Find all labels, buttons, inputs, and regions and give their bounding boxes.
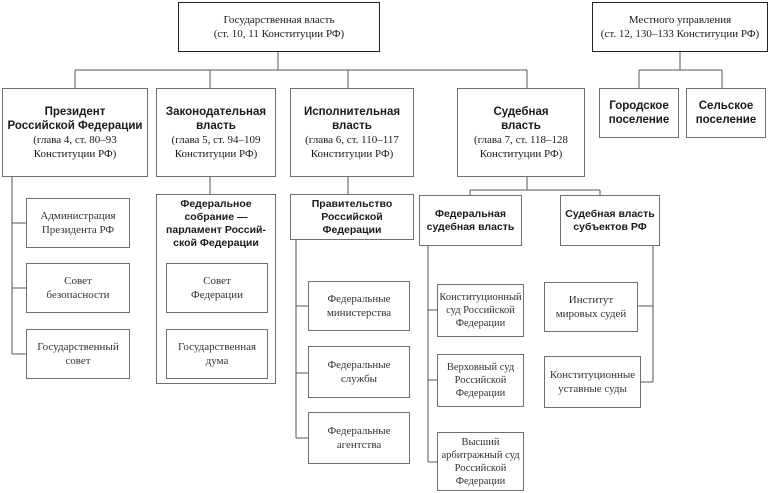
chamber-line: Совет xyxy=(203,275,231,287)
regional-court-line: Конституционные xyxy=(549,369,636,381)
chamber-line: Государственная xyxy=(177,341,257,353)
connector xyxy=(427,246,437,463)
regional-court-line: мировых судей xyxy=(555,308,627,320)
chamber-line: Федерации xyxy=(191,289,243,301)
court-line: Высший xyxy=(461,436,500,448)
state-power-box: Государственная власть (ст. 10, 11 Конст… xyxy=(178,2,380,52)
charter-courts-box: Конституционные уставные суды xyxy=(544,356,641,408)
state-power-title: Государственная власть xyxy=(223,14,335,26)
agency-line: министерства xyxy=(326,307,392,319)
state-council-box: Государственный совет xyxy=(26,329,130,379)
court-line: суд Российской xyxy=(446,305,515,316)
regional-judiciary-line: Судебная власть xyxy=(565,207,655,220)
judicial-ref: Конституции РФ) xyxy=(479,147,563,160)
federal-ministries-box: Федеральные министерства xyxy=(308,281,410,331)
connector xyxy=(638,246,654,383)
federation-council-box: Совет Федерации xyxy=(166,263,268,313)
federal-services-box: Федеральные службы xyxy=(308,346,410,398)
security-council-box: Совет безопасности xyxy=(26,263,130,313)
local-government-box: Местного управления (ст. 12, 130–133 Кон… xyxy=(592,2,768,52)
regional-judiciary-box: Судебная власть субъектов РФ xyxy=(560,195,660,246)
body-line: Администрация xyxy=(40,210,116,222)
federal-assembly-line: парламент Россий- xyxy=(166,224,266,236)
chamber-line: дума xyxy=(205,355,229,367)
agency-line: Федеральные xyxy=(327,425,391,437)
court-line: Российской xyxy=(454,462,507,474)
federal-assembly-title: Федеральное собрание — парламент Россий-… xyxy=(156,198,276,250)
government-box: Правительство Российской Федерации xyxy=(290,194,414,240)
rural-settlement-box: Сельское поселение xyxy=(686,88,766,138)
body-line: Государственный xyxy=(37,341,119,353)
executive-title: Исполнительная xyxy=(303,105,401,118)
connector xyxy=(74,52,528,88)
urban-settlement-line: Городское xyxy=(609,100,669,112)
rural-settlement-line: Сельское xyxy=(698,100,754,112)
supreme-court-box: Верховный суд Российской Федерации xyxy=(437,354,524,407)
executive-ref: Конституции РФ) xyxy=(310,147,394,160)
federal-judiciary-box: Федеральная судебная власть xyxy=(419,195,522,246)
legislative-box: Законодательная власть (глава 5, ст. 94–… xyxy=(156,88,276,177)
connector xyxy=(11,177,26,355)
connector xyxy=(638,52,723,88)
president-title: Российской Федерации xyxy=(7,119,143,132)
presidential-administration-box: Администрация Президента РФ xyxy=(26,198,130,248)
federal-judiciary-line: Федеральная xyxy=(435,207,506,220)
agency-line: службы xyxy=(340,373,378,385)
executive-title: власть xyxy=(332,119,372,132)
judicial-title: власть xyxy=(501,119,541,132)
court-line: Верховный суд xyxy=(446,362,515,373)
court-line: Российской xyxy=(454,375,507,386)
body-line: Президента РФ xyxy=(41,224,115,236)
federal-assembly-line: Федеральное xyxy=(180,198,252,210)
legislative-title: власть xyxy=(196,119,236,132)
agency-line: Федеральные xyxy=(327,359,391,371)
judicial-title: Судебная xyxy=(493,105,549,118)
judicial-box: Судебная власть (глава 7, ст. 118–128 Ко… xyxy=(457,88,585,177)
regional-court-line: уставные суды xyxy=(558,383,627,395)
local-government-title: Местного управления xyxy=(628,14,732,26)
judicial-ref: (глава 7, ст. 118–128 xyxy=(473,133,569,146)
body-line: безопасности xyxy=(46,289,110,301)
president-box: Президент Российской Федерации (глава 4,… xyxy=(2,88,148,177)
federal-agencies-box: Федеральные агентства xyxy=(308,412,410,464)
state-power-ref: (ст. 10, 11 Конституции РФ) xyxy=(213,28,345,40)
government-line: Правительство xyxy=(311,197,393,210)
urban-settlement-line: поселение xyxy=(608,114,670,126)
agency-line: агентства xyxy=(336,439,382,451)
government-line: Российской Федерации xyxy=(321,210,383,236)
president-title: Президент xyxy=(44,105,106,118)
federal-assembly-line: собрание — xyxy=(184,211,248,223)
justices-of-peace-box: Институт мировых судей xyxy=(544,282,638,332)
court-line: арбитражный суд xyxy=(441,449,520,461)
local-government-ref: (ст. 12, 130–133 Конституции РФ) xyxy=(600,28,760,40)
legislative-ref: (глава 5, ст. 94–109 xyxy=(171,133,261,146)
federal-judiciary-line: судебная власть xyxy=(426,220,515,233)
legislative-ref: Конституции РФ) xyxy=(174,147,258,160)
president-ref: Конституции РФ) xyxy=(33,147,117,160)
connector xyxy=(295,177,349,439)
body-line: Совет xyxy=(64,275,92,287)
urban-settlement-box: Городское поселение xyxy=(599,88,679,138)
agency-line: Федеральные xyxy=(327,293,391,305)
arbitration-court-box: Высший арбитражный суд Российской Федера… xyxy=(437,432,524,491)
regional-court-line: Институт xyxy=(568,294,614,306)
rural-settlement-line: поселение xyxy=(695,114,757,126)
executive-ref: (глава 6, ст. 110–117 xyxy=(305,133,399,146)
court-line: Федерации xyxy=(455,318,506,329)
body-line: совет xyxy=(65,355,91,367)
court-line: Федерации xyxy=(455,388,506,399)
connector xyxy=(469,177,601,195)
constitutional-court-box: Конституционный суд Российской Федерации xyxy=(437,284,524,337)
executive-box: Исполнительная власть (глава 6, ст. 110–… xyxy=(290,88,414,177)
regional-judiciary-line: субъектов РФ xyxy=(573,220,647,233)
legislative-title: Законодательная xyxy=(165,105,267,118)
court-line: Конституционный xyxy=(439,292,522,303)
president-ref: (глава 4, ст. 80–93 xyxy=(33,133,117,146)
court-line: Федерации xyxy=(455,475,506,487)
state-duma-box: Государственная дума xyxy=(166,329,268,379)
federal-assembly-line: ской Федерации xyxy=(173,237,259,249)
